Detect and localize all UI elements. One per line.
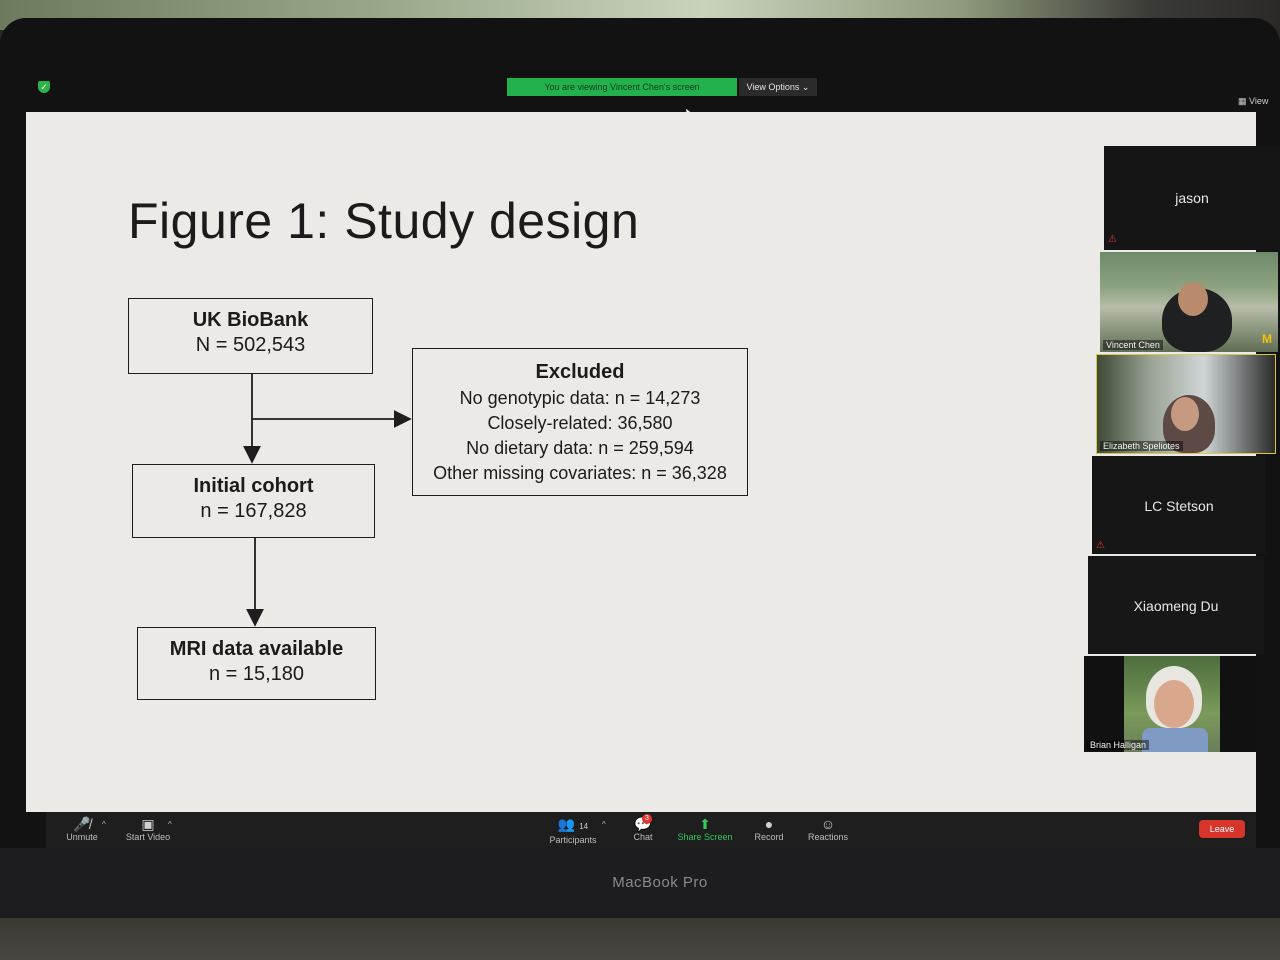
participants-button[interactable]: 👥 14 Participants [546, 816, 600, 845]
start-video-button[interactable]: ▣ Start Video [122, 816, 174, 842]
record-label: Record [754, 832, 784, 842]
view-button[interactable]: ▦ View [1238, 96, 1268, 107]
participants-icon: 👥 14 [557, 816, 589, 832]
chevron-down-icon: ⌄ [801, 82, 810, 92]
excluded-line-genotypic: No genotypic data: n = 14,273 [459, 388, 701, 408]
excluded-line-related: Closely-related: 36,580 [487, 413, 673, 433]
record-button[interactable]: ● Record [752, 816, 786, 842]
participants-count: 14 [579, 822, 589, 831]
grid-icon: ▦ [1238, 96, 1250, 106]
excluded-line-covariates: Other missing covariates: n = 36,328 [433, 463, 727, 483]
start-video-label: Start Video [125, 832, 171, 842]
slide-title: Figure 1: Study design [128, 193, 640, 249]
participant-tile-brian-halligan[interactable]: Brian Halligan [1084, 656, 1256, 752]
view-options-label: View Options [746, 82, 800, 92]
box-excluded-heading: Excluded [535, 361, 625, 383]
flowchart-arrows [243, 374, 412, 627]
encryption-shield-icon[interactable]: ✓ [38, 81, 50, 93]
muted-mic-icon: ⚠ [1108, 234, 1117, 245]
participant-face [1154, 680, 1194, 728]
reactions-button[interactable]: ☺ Reactions [806, 816, 850, 842]
reactions-label: Reactions [807, 832, 849, 842]
excluded-line-dietary: No dietary data: n = 259,594 [466, 438, 694, 458]
university-logo-icon: M [1262, 332, 1272, 346]
view-button-label: View [1249, 96, 1269, 106]
participant-name: LC Stetson [1144, 498, 1214, 514]
participants-label: Participants [549, 835, 597, 845]
share-screen-icon: ⬆ [699, 816, 711, 832]
participant-name: Xiaomeng Du [1133, 598, 1219, 614]
shared-slide: Figure 1: Study design UK BioBank N = 50… [26, 112, 1256, 812]
box-mri-data: MRI data available n = 15,180 [137, 627, 376, 700]
participant-name: Brian Halligan [1087, 740, 1150, 750]
chat-label: Chat [633, 832, 653, 842]
chat-unread-badge: 3 [642, 814, 652, 824]
muted-mic-icon: ⚠ [1096, 540, 1105, 551]
desk-surface [0, 918, 1280, 960]
screen-share-banner: You are viewing Vincent Chen's screen [507, 78, 737, 96]
smiley-icon: ☺ [820, 816, 836, 832]
participant-tile-xiaomeng-du[interactable]: Xiaomeng Du [1088, 556, 1264, 654]
unmute-button[interactable]: 🎤̸ Unmute [62, 816, 102, 842]
chat-button[interactable]: 💬3 Chat [630, 814, 656, 842]
box-uk-biobank-value: N = 502,543 [195, 334, 306, 356]
participant-tile-elizabeth-speliotes[interactable]: Elizabeth Speliotes [1096, 354, 1276, 454]
share-screen-label: Share Screen [677, 832, 733, 842]
unmute-label: Unmute [66, 832, 98, 842]
participant-shirt [1142, 728, 1208, 752]
share-screen-button[interactable]: ⬆ Share Screen [676, 816, 734, 842]
participant-name: Elizabeth Speliotes [1100, 441, 1183, 451]
video-options-chevron-icon[interactable]: ^ [168, 820, 172, 829]
participants-options-chevron-icon[interactable]: ^ [602, 820, 606, 829]
box-initial-cohort-heading: Initial cohort [193, 475, 314, 497]
view-options-button[interactable]: View Options ⌄ [739, 78, 817, 96]
participant-tile-jason[interactable]: jason ⚠ [1104, 146, 1280, 250]
participant-name: jason [1175, 190, 1209, 206]
box-mri-data-heading: MRI data available [169, 638, 344, 660]
camera-off-icon: ▣ [141, 816, 155, 832]
chat-bubble-icon: 💬3 [634, 814, 652, 832]
box-mri-data-value: n = 15,180 [208, 663, 305, 685]
record-icon: ● [764, 816, 774, 832]
participant-tile-lc-stetson[interactable]: LC Stetson ⚠ [1092, 456, 1266, 554]
box-excluded: Excluded No genotypic data: n = 14,273 C… [412, 348, 748, 496]
participant-face [1178, 282, 1208, 316]
box-uk-biobank: UK BioBank N = 502,543 [128, 298, 373, 374]
box-initial-cohort-value: n = 167,828 [200, 500, 307, 522]
participant-face [1171, 397, 1199, 431]
participant-tile-vincent-chen[interactable]: M Vincent Chen [1100, 252, 1278, 352]
microphone-muted-icon: 🎤̸ [73, 816, 91, 832]
unmute-options-chevron-icon[interactable]: ^ [102, 820, 106, 829]
box-initial-cohort: Initial cohort n = 167,828 [132, 464, 375, 538]
laptop-bezel [0, 848, 1280, 918]
zoom-top-bar: ✓ You are viewing Vincent Chen's screen … [20, 72, 1280, 112]
leave-meeting-button[interactable]: Leave [1199, 820, 1245, 838]
meeting-controls-toolbar: 🎤̸ Unmute ^ ▣ Start Video ^ 👥 14 Partici… [46, 812, 1256, 848]
device-brand-label: MacBook Pro [612, 874, 708, 891]
participant-name: Vincent Chen [1103, 340, 1163, 350]
box-uk-biobank-heading: UK BioBank [192, 309, 309, 331]
